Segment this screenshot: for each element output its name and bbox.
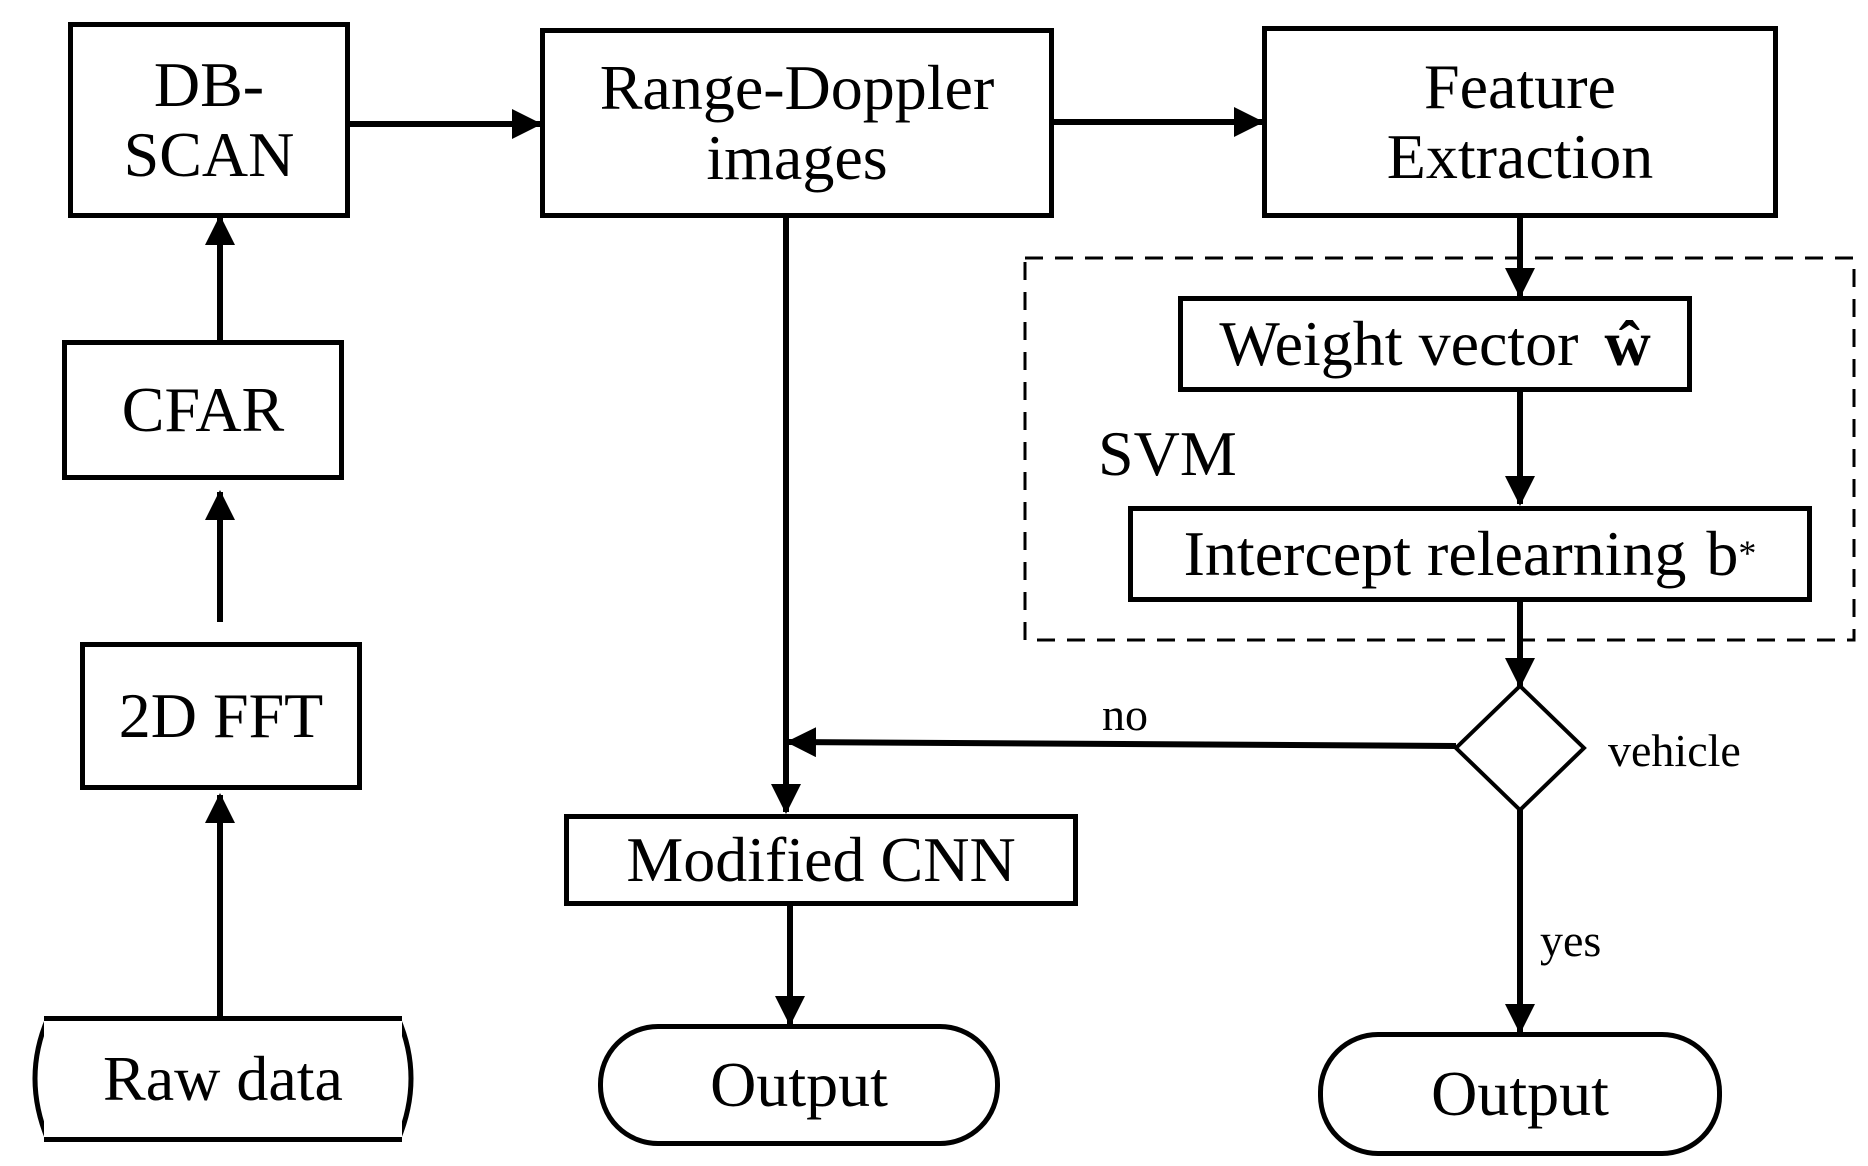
output-right-label: Output [1431,1058,1609,1129]
range-doppler-box: Range-Doppler images [540,28,1054,218]
modified-cnn-label: Modified CNN [626,823,1016,895]
decision-diamond [1453,683,1587,813]
intercept-box: Intercept relearning b* [1128,506,1812,602]
range-doppler-line1: Range-Doppler [599,51,995,123]
dbscan-line1: DB- [153,48,265,120]
dbscan-line2: SCAN [123,119,295,190]
intercept-label: Intercept relearning [1183,517,1687,589]
fft2d-box: 2D FFT [80,642,362,790]
raw-data-right-cap [395,1017,414,1141]
weight-vector-box: Weight vector ŵ [1178,296,1692,392]
raw-data-left-cap [32,1017,51,1141]
range-doppler-line2: images [706,122,888,193]
svm-text: SVM [1098,418,1237,489]
edge-label-vehicle: vehicle [1608,728,1741,774]
edge-label-vehicle-text: vehicle [1608,725,1741,776]
svm-label: SVM [1098,422,1237,486]
weight-vector-symbol: ŵ [1604,307,1651,379]
output-right-terminal: Output [1318,1032,1722,1156]
modified-cnn-box: Modified CNN [564,814,1078,906]
feature-extraction-line1: Feature [1424,50,1616,122]
svm-group-border [1023,256,1856,642]
feature-extraction-line2: Extraction [1386,121,1654,192]
raw-data-box: Raw data [44,1016,402,1142]
intercept-superscript: * [1738,533,1757,574]
cfar-label: CFAR [121,373,285,445]
edge-label-no: no [1102,692,1148,738]
output-left-terminal: Output [598,1024,1000,1146]
weight-vector-label: Weight vector [1219,307,1579,379]
edge-label-yes: yes [1540,918,1601,964]
edge-label-no-text: no [1102,689,1148,740]
arrow-decision-no [786,727,1457,758]
raw-data-label: Raw data [103,1042,343,1114]
cfar-box: CFAR [62,340,344,480]
intercept-symbol: b [1706,517,1739,589]
edge-label-yes-text: yes [1540,915,1602,966]
dbscan-box: DB- SCAN [68,22,350,218]
output-left-label: Output [710,1049,888,1120]
fft2d-label: 2D FFT [118,679,324,751]
feature-extraction-box: Feature Extraction [1262,26,1778,218]
